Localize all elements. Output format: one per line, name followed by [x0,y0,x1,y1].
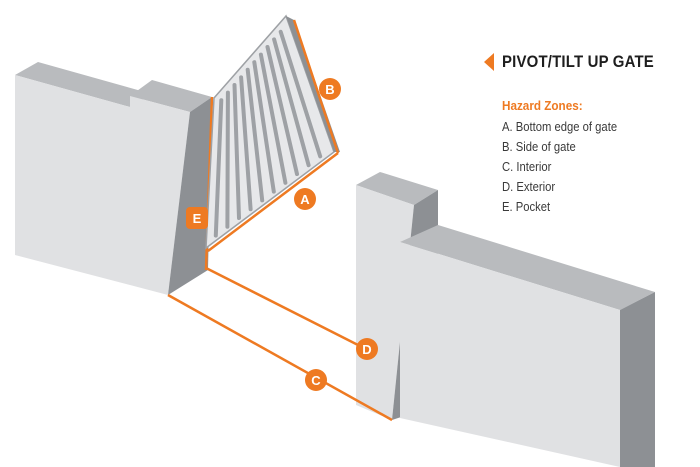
gate-bar [272,37,311,168]
hazard-zone-list: A. Bottom edge of gate B. Side of gate C… [502,117,696,217]
zone-badge-c: C [305,369,327,391]
exterior-hazard-line [205,266,359,347]
left-pillar-front [130,96,190,295]
hazard-legend: PIVOT/TILT UP GATE Hazard Zones: A. Bott… [484,52,696,217]
legend-title-row: PIVOT/TILT UP GATE [484,52,696,72]
gate-bar [225,90,230,229]
legend-title: PIVOT/TILT UP GATE [502,52,654,71]
left-pillar-side [168,97,212,295]
left-wall-top [15,62,152,107]
right-wall-top [400,225,655,310]
gate-side-hazard-line [292,19,340,154]
hazard-zone-item-b: B. Side of gate [502,140,576,154]
gate-bar [232,83,241,220]
right-pillar-top [356,172,438,205]
gate-bar [245,67,265,203]
zone-badge-b-letter: B [325,82,334,97]
zone-badge-a: A [294,188,316,210]
zone-badge-d: D [356,338,378,360]
left-pillar [130,80,214,295]
gate-bars [213,29,323,238]
zone-badge-e-letter: E [193,211,202,226]
hazard-zone-item-c: C. Interior [502,160,552,174]
tilt-gate-panel [205,14,340,252]
zone-badge-a-letter: A [300,192,310,207]
gate-bottom-hazard-line [207,152,339,252]
hazard-zone-item-d: D. Exterior [502,180,556,194]
gate-bar [278,29,323,159]
gate-bar [258,52,288,185]
ground-hazard-lines [167,266,393,422]
right-wall [400,225,655,467]
hazard-zone-item-e: E. Pocket [502,200,551,214]
zone-badge-c-letter: C [311,373,321,388]
left-triangle-icon [484,53,494,71]
gate-bar [213,98,224,238]
left-wall-front [15,75,130,285]
zone-badge-d-letter: D [362,342,371,357]
right-wall-front [400,242,620,467]
gate-bar [252,60,276,194]
zone-badge-e: E [186,207,208,229]
right-pillar-front [356,185,414,420]
left-pillar-top [130,80,212,112]
gate-bar [265,45,299,176]
hazard-zone-item-a: A. Bottom edge of gate [502,120,618,134]
interior-hazard-line [167,293,393,422]
legend-subtitle: Hazard Zones: [502,98,583,113]
right-wall-side [620,292,655,467]
left-wall [15,62,152,285]
zone-badge-b: B [319,78,341,100]
gate-bar [239,75,253,212]
